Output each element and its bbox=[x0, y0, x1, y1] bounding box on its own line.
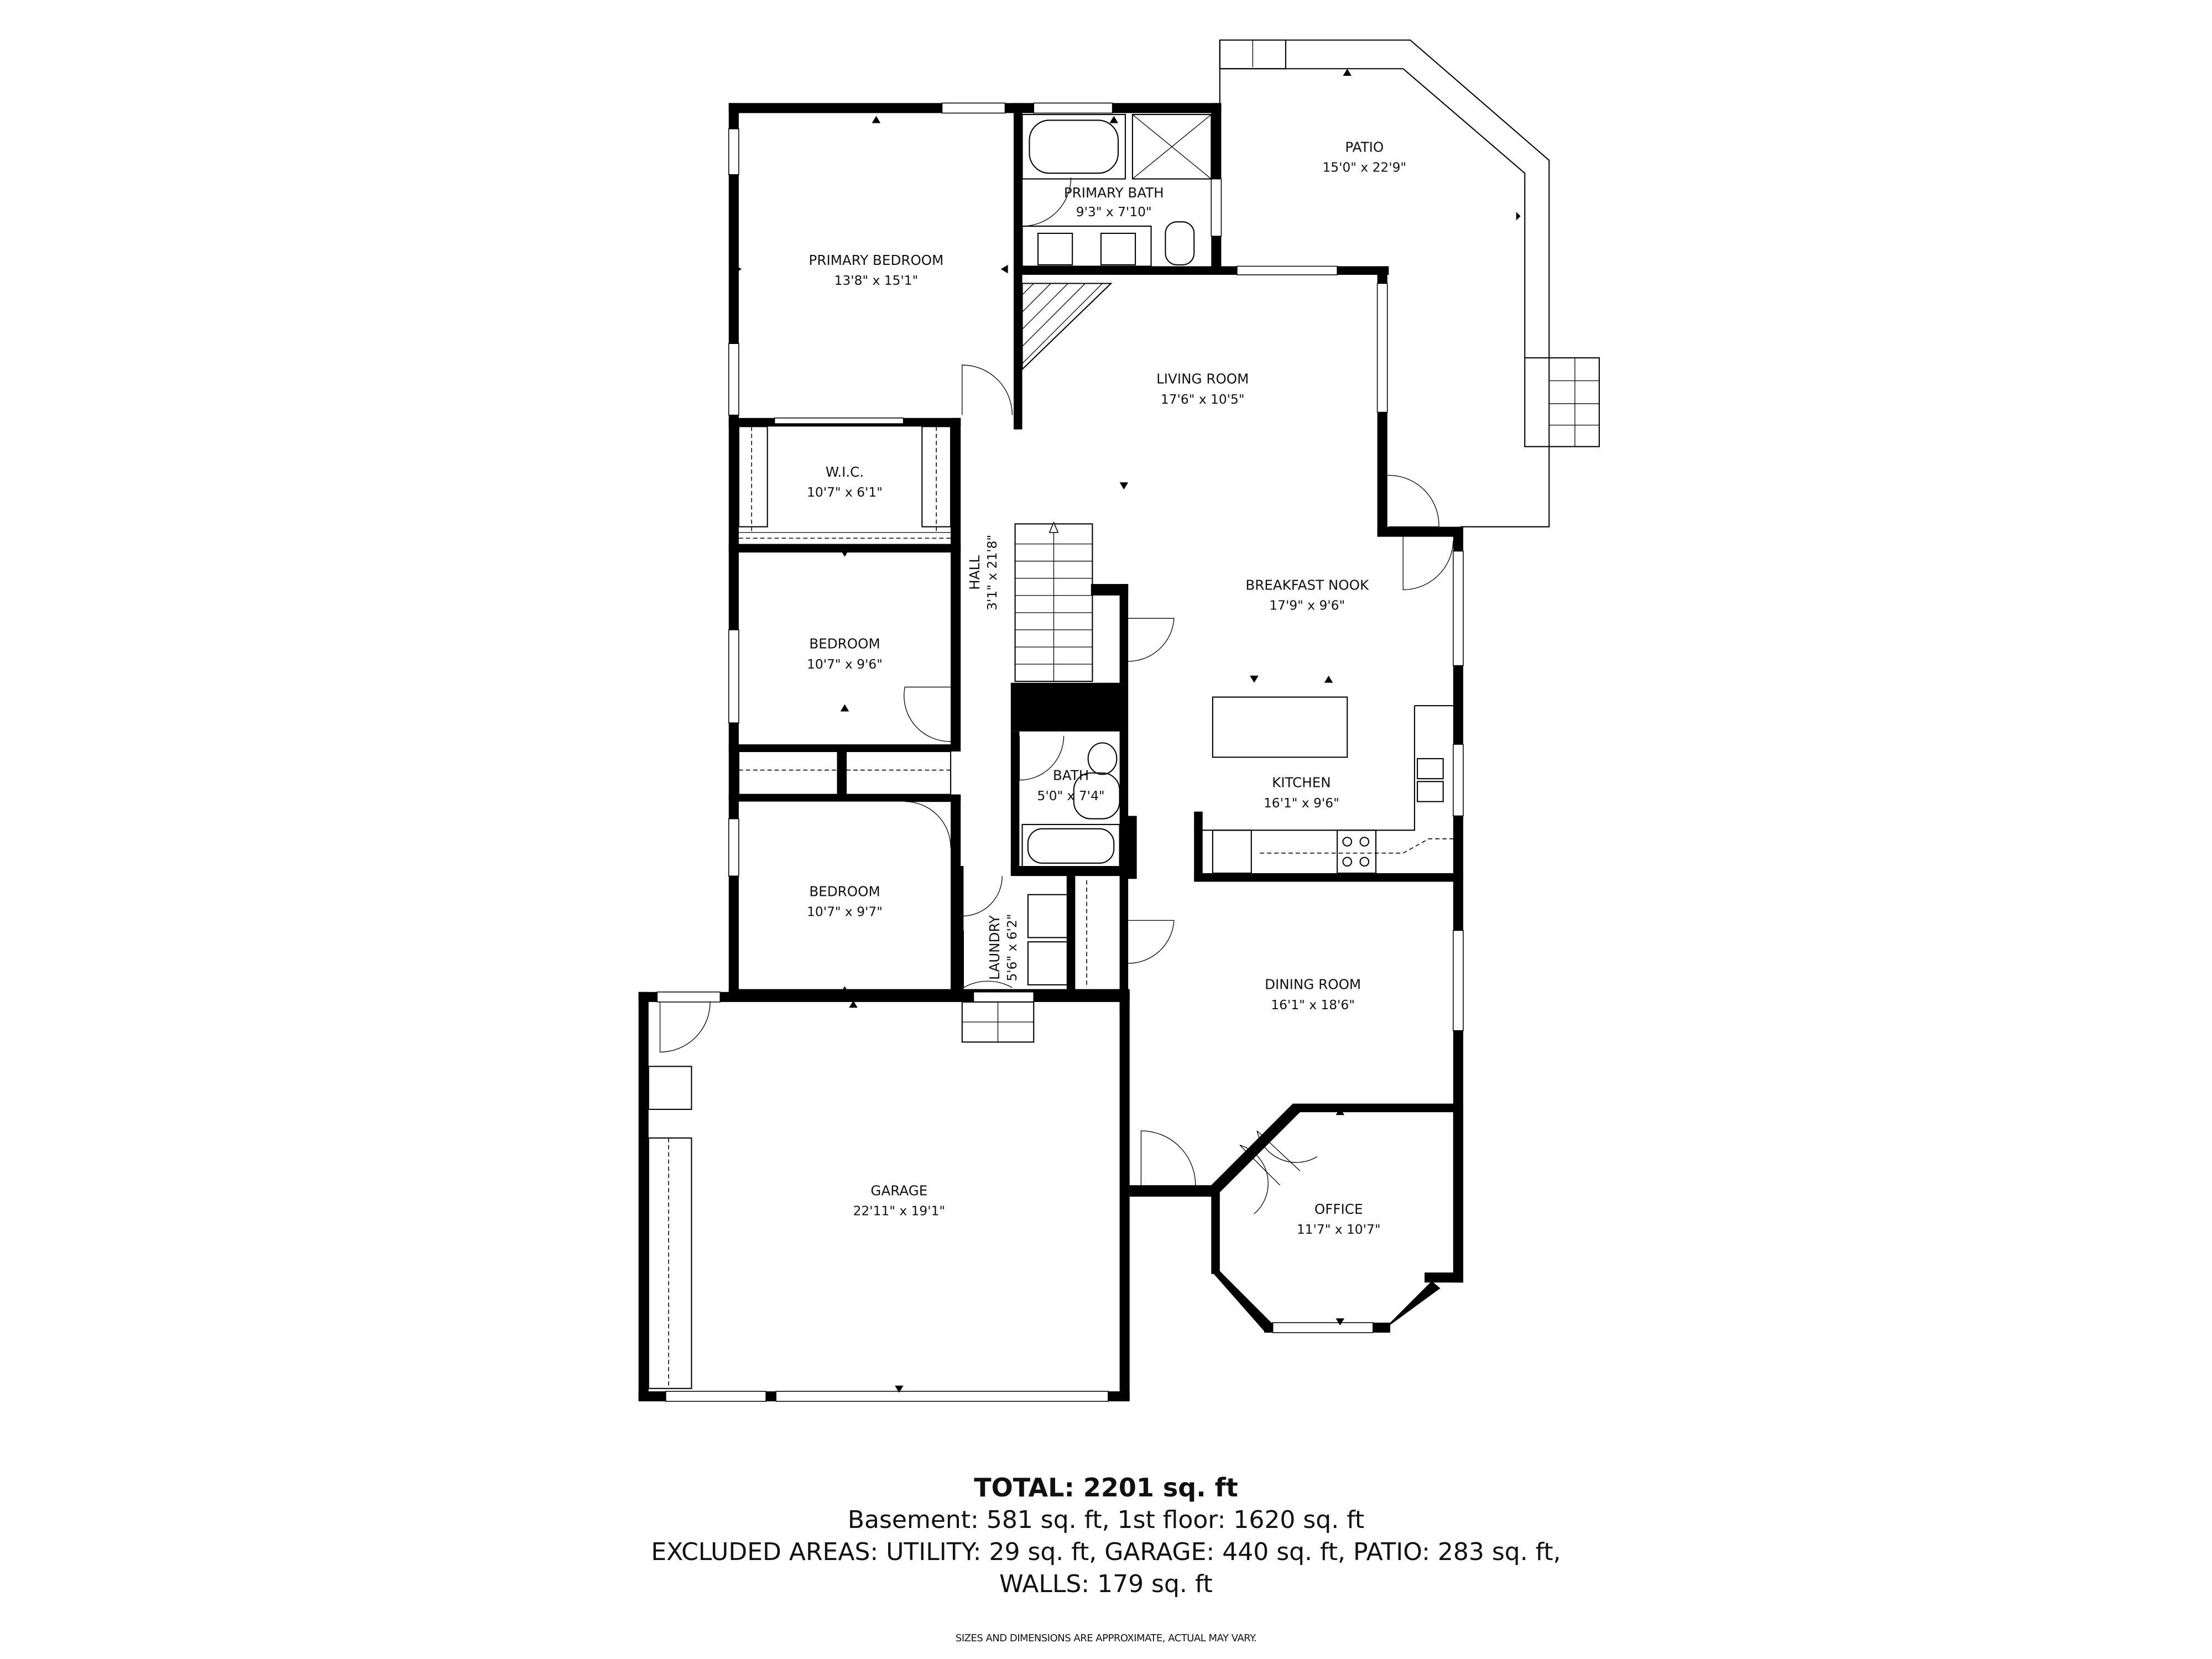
room-name: BEDROOM bbox=[809, 636, 880, 652]
room-hall: HALL 3'1" x 21'8" bbox=[967, 535, 1000, 611]
room-dimensions: 17'9" x 9'6" bbox=[1269, 598, 1345, 613]
room-laundry: LAUNDRY 5'6" x 6'2" bbox=[987, 914, 1020, 982]
room-dimensions: 15'0" x 22'9" bbox=[1322, 160, 1406, 175]
room-bath: BATH 5'0" x 7'4" bbox=[1037, 768, 1105, 804]
room-bedroom-2: BEDROOM 10'7" x 9'7" bbox=[807, 883, 883, 919]
floor-areas: Basement: 581 sq. ft, 1st floor: 1620 sq… bbox=[847, 1506, 1365, 1534]
stair-hall bbox=[1014, 521, 1093, 682]
room-garage: GARAGE 22'11" x 19'1" bbox=[853, 1182, 946, 1218]
room-dimensions: 3'1" x 21'8" bbox=[985, 535, 1000, 611]
stair-living bbox=[1021, 283, 1113, 371]
room-name: DINING ROOM bbox=[1265, 977, 1361, 993]
room-kitchen: KITCHEN 16'1" x 9'6" bbox=[1264, 775, 1339, 811]
room-dimensions: 16'1" x 9'6" bbox=[1264, 796, 1339, 811]
room-dining-room: DINING ROOM 16'1" x 18'6" bbox=[1265, 977, 1361, 1013]
room-dimensions: 10'7" x 6'1" bbox=[807, 485, 883, 500]
room-wic: W.I.C. 10'7" x 6'1" bbox=[807, 464, 883, 500]
room-dimensions: 9'3" x 7'10" bbox=[1076, 205, 1152, 220]
room-dimensions: 22'11" x 19'1" bbox=[853, 1204, 946, 1219]
room-labels: PRIMARY BEDROOM 13'8" x 15'1" PRIMARY BA… bbox=[807, 139, 1406, 1237]
room-name: KITCHEN bbox=[1272, 775, 1331, 791]
area-summary: TOTAL: 2201 sq. ft Basement: 581 sq. ft,… bbox=[0, 1471, 2212, 1644]
room-name: BEDROOM bbox=[809, 883, 880, 899]
room-name: HALL bbox=[967, 555, 983, 590]
room-name: OFFICE bbox=[1314, 1201, 1363, 1217]
fixtures bbox=[648, 114, 1454, 1389]
room-name: LAUNDRY bbox=[987, 915, 1003, 980]
room-primary-bath: PRIMARY BATH 9'3" x 7'10" bbox=[1064, 185, 1164, 220]
disclaimer: SIZES AND DIMENSIONS ARE APPROXIMATE, AC… bbox=[955, 1632, 1257, 1644]
room-primary-bedroom: PRIMARY BEDROOM 13'8" x 15'1" bbox=[809, 252, 944, 288]
room-dimensions: 17'6" x 10'5" bbox=[1161, 392, 1245, 407]
room-name: PATIO bbox=[1345, 139, 1384, 155]
room-dimensions: 13'8" x 15'1" bbox=[834, 273, 919, 288]
room-name: PRIMARY BATH bbox=[1064, 185, 1164, 201]
room-dimensions: 10'7" x 9'6" bbox=[807, 657, 883, 672]
room-dimensions: 5'6" x 6'2" bbox=[1005, 914, 1020, 982]
walls-area: WALLS: 179 sq. ft bbox=[999, 1570, 1213, 1598]
room-name: LIVING ROOM bbox=[1156, 371, 1249, 387]
total-area: TOTAL: 2201 sq. ft bbox=[974, 1473, 1238, 1503]
room-dimensions: 16'1" x 18'6" bbox=[1271, 998, 1355, 1013]
room-bedroom-1: BEDROOM 10'7" x 9'6" bbox=[807, 636, 883, 672]
measurement-markers bbox=[734, 69, 1521, 1393]
room-breakfast-nook: BREAKFAST NOOK 17'9" x 9'6" bbox=[1245, 577, 1369, 613]
room-dimensions: 10'7" x 9'7" bbox=[807, 905, 883, 920]
room-patio: PATIO 15'0" x 22'9" bbox=[1322, 139, 1406, 175]
room-name: BATH bbox=[1053, 768, 1089, 784]
room-dimensions: 11'7" x 10'7" bbox=[1297, 1222, 1381, 1237]
room-office: OFFICE 11'7" x 10'7" bbox=[1297, 1201, 1381, 1237]
patio-outline bbox=[1219, 39, 1600, 528]
room-name: GARAGE bbox=[870, 1182, 927, 1198]
room-name: PRIMARY BEDROOM bbox=[809, 252, 944, 268]
room-dimensions: 5'0" x 7'4" bbox=[1037, 789, 1105, 804]
excluded-areas: EXCLUDED AREAS: UTILITY: 29 sq. ft, GARA… bbox=[651, 1538, 1561, 1566]
room-living-room: LIVING ROOM 17'6" x 10'5" bbox=[1156, 371, 1249, 407]
room-name: W.I.C. bbox=[826, 464, 864, 480]
room-name: BREAKFAST NOOK bbox=[1245, 577, 1369, 593]
